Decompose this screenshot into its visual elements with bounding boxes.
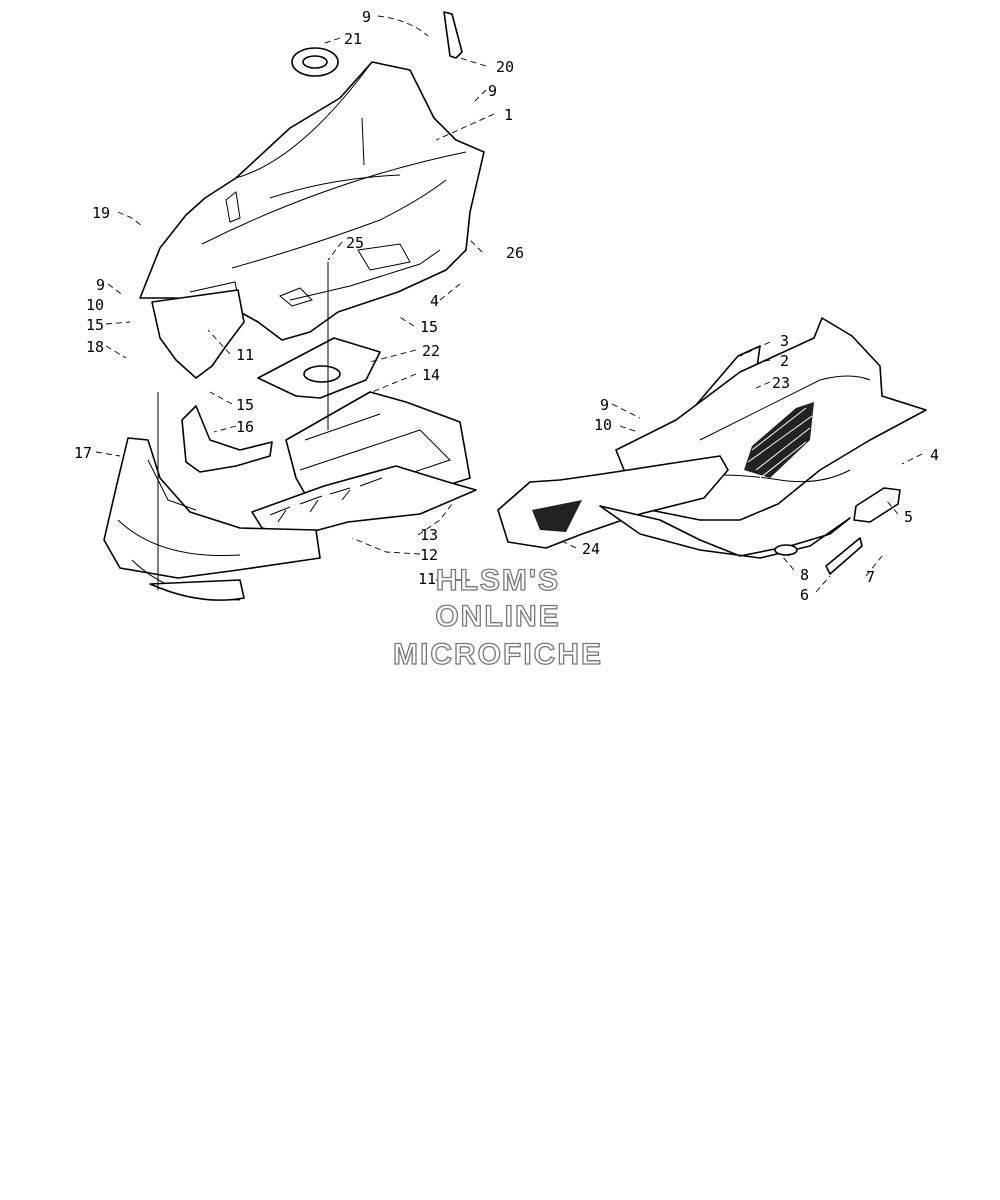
callout-7: 7 xyxy=(866,568,875,586)
part-mesh-25 xyxy=(744,402,814,479)
leader-lines xyxy=(95,15,923,593)
callout-15: 15 xyxy=(420,318,438,336)
callout-4: 4 xyxy=(430,292,439,310)
callout-21: 21 xyxy=(344,30,362,48)
part-ring-21 xyxy=(291,47,339,77)
left-assembly xyxy=(103,11,485,601)
callouts: 9 21 20 9 1 19 25 26 9 4 10 15 15 18 11 … xyxy=(74,8,939,604)
part-hood-1 xyxy=(139,61,485,341)
part-strip-16 xyxy=(181,405,273,473)
callout-14: 14 xyxy=(422,366,440,384)
part-panel-11 xyxy=(151,289,245,379)
callout-9: 9 xyxy=(488,82,497,100)
callout-23: 25 xyxy=(346,234,364,252)
callout-10: 10 xyxy=(594,416,612,434)
callout-9: 9 xyxy=(600,396,609,414)
part-cap-8 xyxy=(774,544,798,556)
callout-9: 9 xyxy=(362,8,371,26)
part-handle-5 xyxy=(853,487,901,523)
callout-18: 18 xyxy=(86,338,104,356)
right-assembly xyxy=(497,317,927,575)
callout-11: 11 xyxy=(418,570,436,588)
callout-5: 5 xyxy=(904,508,913,526)
callout-4: 4 xyxy=(930,446,939,464)
watermark-line-1: HLSM'S xyxy=(436,564,560,597)
part-tunnel-26 xyxy=(497,455,851,559)
callout-12: 12 xyxy=(420,546,438,564)
callout-20: 20 xyxy=(496,58,514,76)
callout-25: 23 xyxy=(772,374,790,392)
callout-3: 3 xyxy=(780,332,789,350)
callout-13: 13 xyxy=(420,526,438,544)
callout-1: 1 xyxy=(504,106,513,124)
part-plate-6 xyxy=(825,537,863,575)
callout-9: 9 xyxy=(96,276,105,294)
watermark-line-3: MICROFICHE xyxy=(393,638,603,671)
callout-15: 15 xyxy=(86,316,104,334)
callout-19: 19 xyxy=(92,204,110,222)
watermark: HLSM'S ONLINE MICROFICHE xyxy=(392,563,603,671)
part-bracket-20 xyxy=(443,11,463,59)
callout-24: 26 xyxy=(506,244,524,262)
callout-16: 16 xyxy=(236,418,254,436)
callout-8: 8 xyxy=(800,566,809,584)
watermark-line-2: ONLINE xyxy=(435,600,560,633)
callout-6: 6 xyxy=(800,586,809,604)
callout-11: 11 xyxy=(236,346,254,364)
callout-26: 24 xyxy=(582,540,600,558)
part-plate-22 xyxy=(257,337,381,399)
callout-22: 22 xyxy=(422,342,440,360)
callout-15: 15 xyxy=(236,396,254,414)
callout-2: 2 xyxy=(780,352,789,370)
callout-17: 17 xyxy=(74,444,92,462)
callout-10: 10 xyxy=(86,296,104,314)
